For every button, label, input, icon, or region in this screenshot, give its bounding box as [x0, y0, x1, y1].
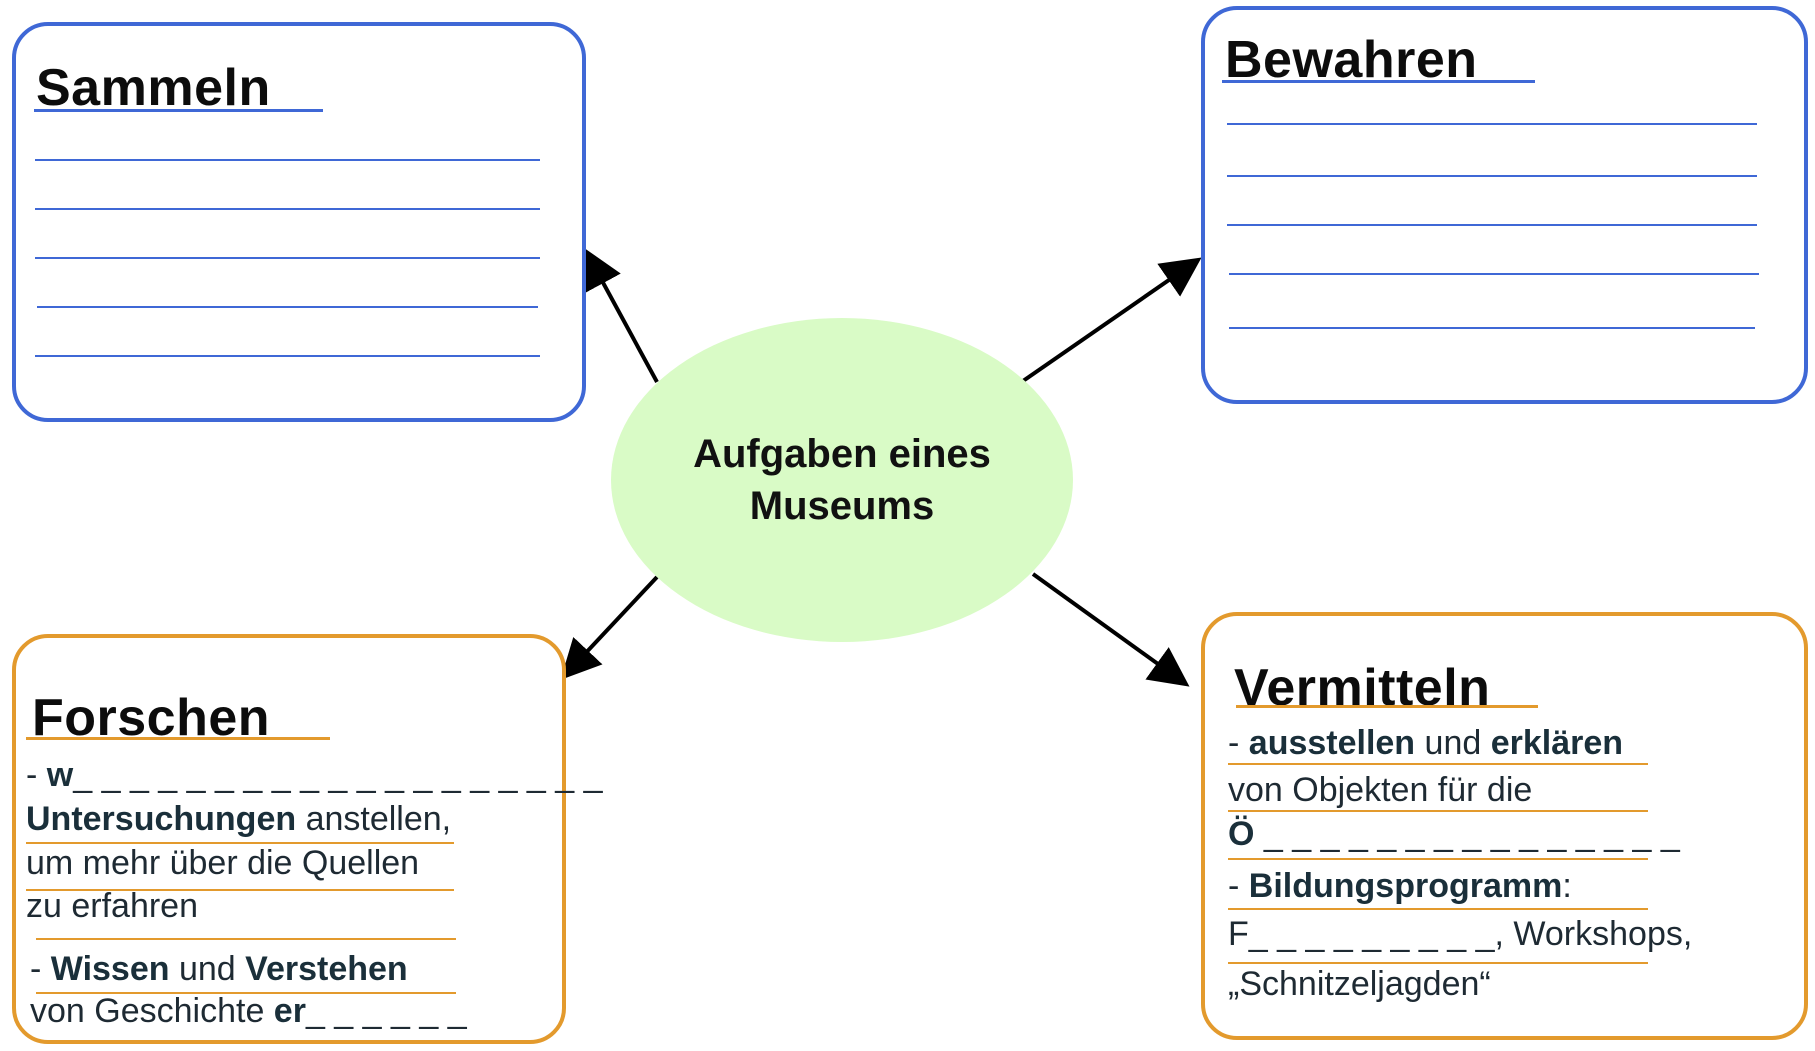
vermitteln-title: Vermitteln [1234, 659, 1491, 717]
forschen-line-5-mid: und [169, 950, 246, 988]
sammeln-answer-line-2[interactable] [35, 208, 540, 210]
sammeln-answer-line-1[interactable] [35, 159, 540, 161]
forschen-line-6-blanks[interactable]: _ _ _ _ _ _ [305, 992, 467, 1030]
forschen-line-6: von Geschichte er_ _ _ _ _ _ [30, 992, 467, 1031]
vermitteln-line-4: - Bildungsprogramm: [1228, 867, 1572, 906]
forschen-line-2: Untersuchungen anstellen, [26, 800, 451, 839]
center-topic-line-1: Aufgaben eines [693, 432, 991, 476]
vermitteln-line-4-prefix: - [1228, 867, 1249, 905]
forschen-line-1-prefix: - [26, 756, 47, 794]
forschen-line-6-text: von Geschichte [30, 992, 274, 1030]
forschen-line-6-bold: er [273, 992, 306, 1030]
sammeln-title-underline [34, 109, 323, 112]
bewahren-answer-line-2[interactable] [1227, 175, 1757, 177]
arrow-to-vermitteln [1031, 572, 1190, 687]
vermitteln-line-1-bold-1: ausstellen [1248, 724, 1416, 762]
forschen-card [12, 634, 566, 1044]
vermitteln-line-4-bold: Bildungsprogramm [1248, 867, 1563, 905]
sammeln-title: Sammeln [36, 59, 271, 117]
arrow-to-forschen [560, 575, 659, 680]
forschen-underline-2 [26, 842, 454, 844]
vermitteln-line-4-rest: : [1562, 867, 1572, 905]
vermitteln-line-6: „Schnitzeljagden“ [1228, 965, 1491, 1003]
sammeln-answer-line-3[interactable] [35, 257, 540, 259]
forschen-line-1-bold: w [46, 756, 74, 794]
forschen-line-5-bold-2: Verstehen [245, 950, 408, 988]
forschen-line-4: zu erfahren [26, 887, 198, 925]
forschen-underline-5 [36, 992, 456, 994]
vermitteln-line-5[interactable]: F_ _ _ _ _ _ _ _ _, Workshops, [1228, 915, 1693, 953]
vermitteln-line-3-blanks[interactable]: _ _ _ _ _ _ _ _ _ _ _ _ _ _ _ [1254, 815, 1680, 853]
vermitteln-line-1-mid: und [1415, 724, 1491, 762]
bewahren-title: Bewahren [1225, 31, 1478, 89]
forschen-line-1: - w_ _ _ _ _ _ _ _ _ _ _ _ _ _ _ _ _ _ _ [26, 756, 603, 795]
center-topic-label: Aufgaben eines Museums [652, 428, 1032, 532]
bewahren-answer-line-3[interactable] [1227, 224, 1757, 226]
vermitteln-underline-5 [1228, 962, 1648, 964]
forschen-line-2-bold: Untersuchungen [26, 800, 297, 838]
arrow-to-sammeln [584, 247, 659, 383]
center-topic-ellipse: Aufgaben eines Museums [611, 318, 1073, 642]
forschen-line-5-prefix: - [30, 950, 51, 988]
vermitteln-title-underline [1236, 705, 1538, 708]
center-topic-line-2: Museums [749, 484, 935, 528]
arrow-to-bewahren [1021, 257, 1202, 383]
bewahren-title-underline [1222, 80, 1535, 83]
vermitteln-underline-2 [1228, 810, 1648, 812]
bewahren-answer-line-5[interactable] [1229, 327, 1755, 329]
vermitteln-underline-3 [1228, 858, 1648, 860]
forschen-underline-4 [36, 938, 456, 940]
bewahren-answer-line-4[interactable] [1229, 273, 1759, 275]
sammeln-answer-line-5[interactable] [35, 355, 540, 357]
bewahren-card [1201, 6, 1808, 404]
vermitteln-line-3-bold: Ö [1228, 815, 1255, 853]
vermitteln-underline-1 [1228, 763, 1648, 765]
forschen-title-underline [26, 737, 330, 740]
sammeln-answer-line-4[interactable] [37, 306, 538, 308]
forschen-line-2-rest: anstellen, [296, 800, 452, 838]
forschen-line-5-bold-1: Wissen [50, 950, 170, 988]
vermitteln-underline-4 [1228, 908, 1648, 910]
bewahren-answer-line-1[interactable] [1227, 123, 1757, 125]
vermitteln-line-1: - ausstellen und erklären [1228, 724, 1623, 763]
forschen-line-3: um mehr über die Quellen [26, 844, 420, 882]
forschen-line-5: - Wissen und Verstehen [30, 950, 408, 989]
vermitteln-line-2: von Objekten für die [1228, 771, 1533, 809]
vermitteln-line-3: Ö _ _ _ _ _ _ _ _ _ _ _ _ _ _ _ [1228, 815, 1680, 854]
vermitteln-card [1201, 612, 1808, 1040]
forschen-underline-3 [26, 889, 454, 891]
vermitteln-line-1-prefix: - [1228, 724, 1249, 762]
forschen-line-1-blanks[interactable]: _ _ _ _ _ _ _ _ _ _ _ _ _ _ _ _ _ _ _ [73, 756, 603, 794]
vermitteln-line-1-bold-2: erklären [1490, 724, 1624, 762]
